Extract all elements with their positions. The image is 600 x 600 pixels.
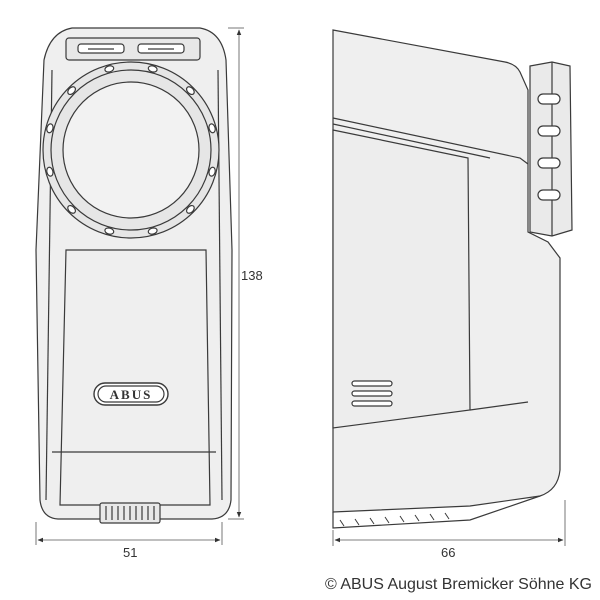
width-dimension [35,522,223,545]
top-slider [65,37,201,61]
depth-dimension [332,500,566,546]
copyright-notice: © ABUS August Bremicker Söhne KG [324,576,592,593]
knob-grip [208,166,216,177]
abus-logo [93,382,169,406]
vent-slots [351,380,393,407]
knob-grip [67,86,77,96]
knob-grip [185,86,195,96]
side-view [332,29,573,529]
bottom-connector [99,502,161,524]
knob-grip [46,123,54,134]
height-label: 138 [241,268,263,283]
rotary-knob [42,61,220,239]
knob-grip [67,204,77,214]
knob-grip [147,65,158,73]
front-inner-panel [59,249,211,506]
bottom-ribs [339,512,450,527]
mounting-bracket [529,61,573,237]
width-label: 51 [123,545,137,560]
height-dimension [228,27,244,520]
front-view [35,27,233,524]
knob-grip [46,166,54,177]
knob-grip [208,123,216,134]
knob-grip [104,227,115,235]
knob-grip [104,65,115,73]
brand-logo-text: ABUS [110,387,153,402]
knob-grip [147,227,158,235]
knob-grip [185,204,195,214]
depth-label: 66 [441,545,455,560]
